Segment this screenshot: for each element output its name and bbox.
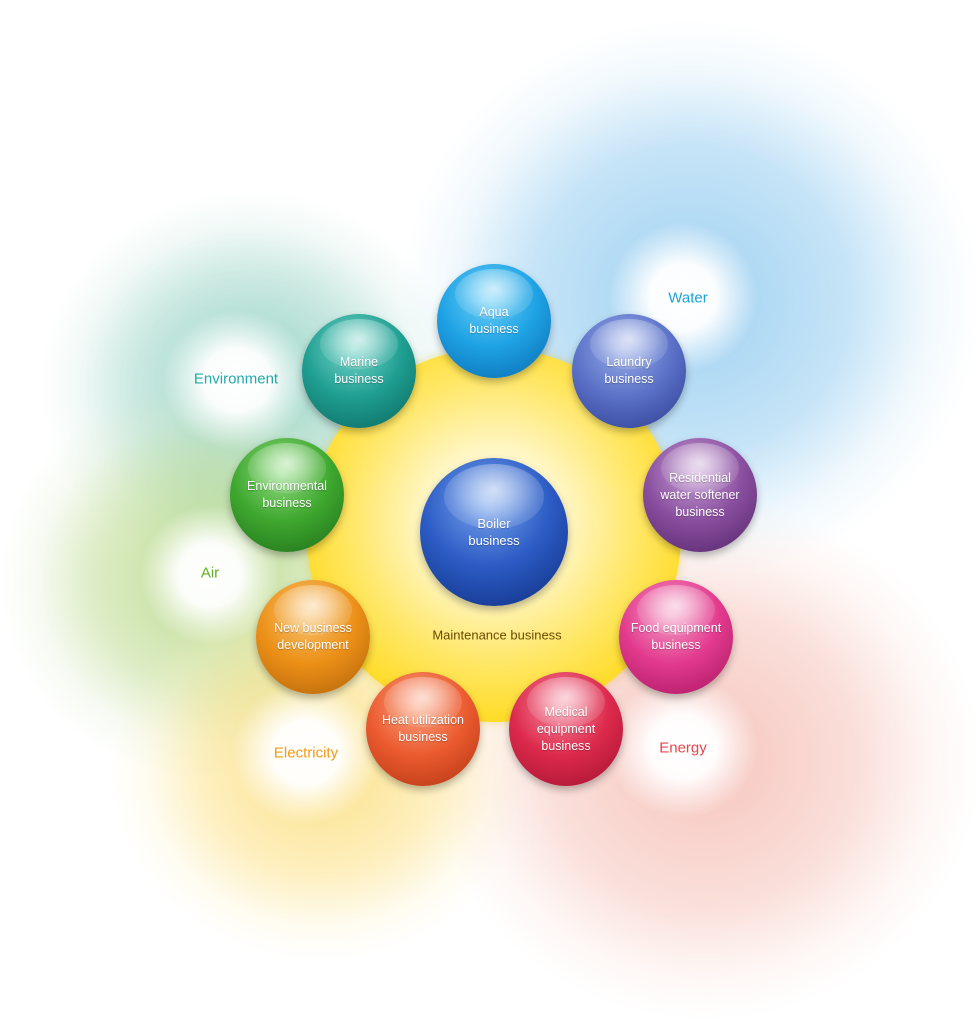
marine-business-sphere: Marine business [302,314,416,428]
residential-water-softener-business-label: Residential water softener business [660,470,740,519]
medical-equipment-business-sphere: Medical equipment business [509,672,623,786]
domain-label-air: Air [200,564,220,582]
food-equipment-business-label: Food equipment business [630,621,722,652]
energy-label-highlight [608,676,758,818]
food-equipment-business-sphere: Food equipment business [619,580,733,694]
aqua-business-sphere: Aqua business [437,264,551,378]
heat-utilization-business-label: Heat utilization business [382,713,464,744]
environmental-business-sphere: Environmental business [230,438,344,552]
domain-label-environment: Environment [193,370,279,388]
residential-water-softener-business-sphere: Residential water softener business [643,438,757,552]
medical-equipment-business-label: Medical equipment business [536,704,596,753]
domain-label-electricity: Electricity [273,744,339,762]
environment-label-highlight [162,310,312,450]
domain-label-water: Water [668,289,708,307]
domain-label-energy: Energy [659,739,707,757]
boiler-business-label: Boiler business [468,516,520,548]
electricity-label-highlight [232,682,380,824]
new-business-development-sphere: New business development [256,580,370,694]
heat-utilization-business-sphere: Heat utilization business [366,672,480,786]
new-business-development-label: New business development [274,621,352,652]
laundry-business-sphere: Laundry business [572,314,686,428]
environmental-business-label: Environmental business [247,479,327,510]
boiler-business-sphere: Boiler business [420,458,568,606]
laundry-business-label: Laundry business [604,355,654,386]
maintenance-business-label: Maintenance business [432,627,562,643]
marine-business-label: Marine business [334,355,384,386]
aqua-business-label: Aqua business [469,305,519,336]
